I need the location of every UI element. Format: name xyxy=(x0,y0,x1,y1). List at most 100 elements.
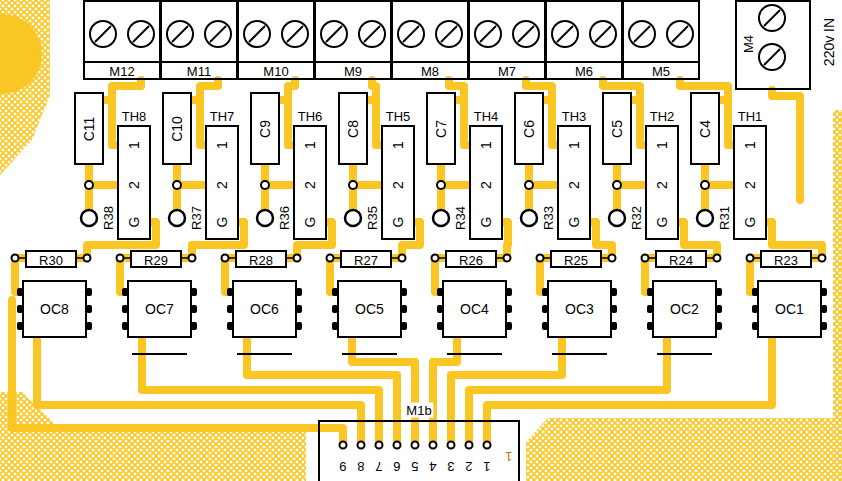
capacitor-label: C4 xyxy=(698,120,712,138)
solder-pad xyxy=(437,181,445,189)
terminal-screw xyxy=(475,21,501,47)
triac-label: TH1 xyxy=(736,109,765,124)
triac-label: TH5 xyxy=(384,109,413,124)
solder-pad xyxy=(609,255,616,262)
solder-pad xyxy=(261,181,269,189)
cap-box: C4 xyxy=(690,92,720,165)
triac-label: TH2 xyxy=(648,109,677,124)
ground-fill xyxy=(526,110,842,481)
solder-pad xyxy=(173,181,181,189)
copper-trace xyxy=(469,330,667,445)
screw-slot xyxy=(364,26,380,42)
optocoupler-label: OC2 xyxy=(670,302,699,316)
resistor-label: R26 xyxy=(459,254,483,267)
terminal-divider xyxy=(622,61,700,63)
silkscreen-line xyxy=(552,353,607,355)
voltage-label: 220v IN xyxy=(821,16,837,68)
pin-label: G xyxy=(743,217,757,228)
pin-label: 1 xyxy=(743,141,757,149)
optocoupler-label: OC5 xyxy=(355,302,384,316)
terminal-screw xyxy=(398,21,424,47)
screw-slot xyxy=(764,49,780,65)
terminal-screw xyxy=(167,21,193,47)
terminal-divider xyxy=(468,61,546,63)
pin-number: 2 xyxy=(463,459,474,474)
screw-slot xyxy=(133,26,149,42)
copper-trace xyxy=(451,330,562,445)
resistor-label: R31 xyxy=(717,204,732,232)
pin-label: 1 xyxy=(479,141,493,149)
solder-pad xyxy=(294,255,301,262)
th-box: TH112G xyxy=(733,125,767,240)
pin-label: G xyxy=(479,217,493,228)
pin-label: 1 xyxy=(391,141,405,149)
screw-slot xyxy=(672,26,688,42)
oc-box: OC7 xyxy=(127,280,192,338)
capacitor-label: C5 xyxy=(610,120,624,138)
capacitor-label: C6 xyxy=(522,120,536,138)
resistor-label: R25 xyxy=(564,254,588,267)
trace-layer xyxy=(12,80,822,445)
resistor-label: R29 xyxy=(144,254,168,267)
solder-pad xyxy=(432,255,439,262)
screw-slot xyxy=(249,26,265,42)
triac-label: TH6 xyxy=(296,109,325,124)
terminal-divider xyxy=(83,61,161,63)
oc-box: OC6 xyxy=(232,280,297,338)
term-box: M8 xyxy=(391,0,469,80)
th-box: TH612G xyxy=(293,125,327,240)
pin-label: G xyxy=(127,217,141,228)
pin-number: 6 xyxy=(391,459,402,474)
pin-one-marker: 1 xyxy=(503,449,514,464)
solder-pad xyxy=(819,255,826,262)
th-box: TH512G xyxy=(381,125,415,240)
screw-slot xyxy=(210,26,226,42)
th-box: TH312G xyxy=(557,125,591,240)
terminal-screw xyxy=(759,5,785,31)
terminal-screw xyxy=(282,21,308,47)
pin-number: 4 xyxy=(427,459,438,474)
silkscreen-line xyxy=(342,353,397,355)
resistor-pad xyxy=(345,210,361,226)
terminal-screw xyxy=(629,21,655,47)
solder-pad xyxy=(747,255,754,262)
pin-label: 1 xyxy=(303,141,317,149)
pin-label: 2 xyxy=(391,181,405,189)
capacitor-label: C8 xyxy=(346,120,360,138)
oc-box: OC4 xyxy=(442,280,507,338)
triac-label: TH8 xyxy=(120,109,149,124)
pin-label: 2 xyxy=(743,181,757,189)
pin-number: 1 xyxy=(481,459,492,474)
oc-box: OC8 xyxy=(22,280,87,338)
screw-slot xyxy=(287,26,303,42)
optocoupler-label: OC3 xyxy=(565,302,594,316)
cap-box: C6 xyxy=(514,92,544,165)
terminal-screw xyxy=(590,21,616,47)
terminal-screw xyxy=(759,44,785,70)
res-box: R26 xyxy=(445,250,497,268)
terminal-screw xyxy=(359,21,385,47)
screw-slot xyxy=(764,10,780,26)
terminal-label: M12 xyxy=(109,65,134,78)
terminal-strip xyxy=(735,0,811,90)
solder-pad xyxy=(327,255,334,262)
solder-pad xyxy=(84,255,91,262)
screw-slot xyxy=(326,26,342,42)
capacitor-label: C9 xyxy=(258,120,272,138)
pin-number: 9 xyxy=(337,459,348,474)
screw-slot xyxy=(95,26,111,42)
copper-trace xyxy=(772,90,800,200)
terminal-strip xyxy=(82,0,700,80)
res-box: R30 xyxy=(25,250,77,268)
solder-pad xyxy=(117,255,124,262)
terminal-label: M5 xyxy=(652,65,670,78)
pin-label: G xyxy=(567,217,581,228)
pin-label: 2 xyxy=(127,181,141,189)
terminal-label: M9 xyxy=(344,65,362,78)
cap-box: C8 xyxy=(338,92,368,165)
terminal-divider xyxy=(391,61,469,63)
connector-pin xyxy=(340,442,347,449)
term-box: M6 xyxy=(545,0,623,80)
terminal-label: M6 xyxy=(575,65,593,78)
oc-box: OC3 xyxy=(547,280,612,338)
